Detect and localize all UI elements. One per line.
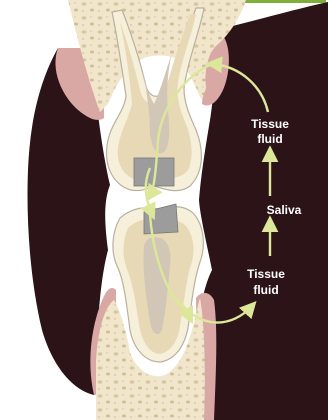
label-tissue-fluid-lower-line1: Tissue (247, 267, 285, 281)
label-tissue-fluid-lower-line2: fluid (253, 283, 278, 297)
label-tissue-fluid-upper-line2: fluid (257, 132, 282, 146)
label-saliva: Saliva (267, 203, 302, 217)
label-tissue-fluid-upper-line1: Tissue (251, 117, 289, 131)
